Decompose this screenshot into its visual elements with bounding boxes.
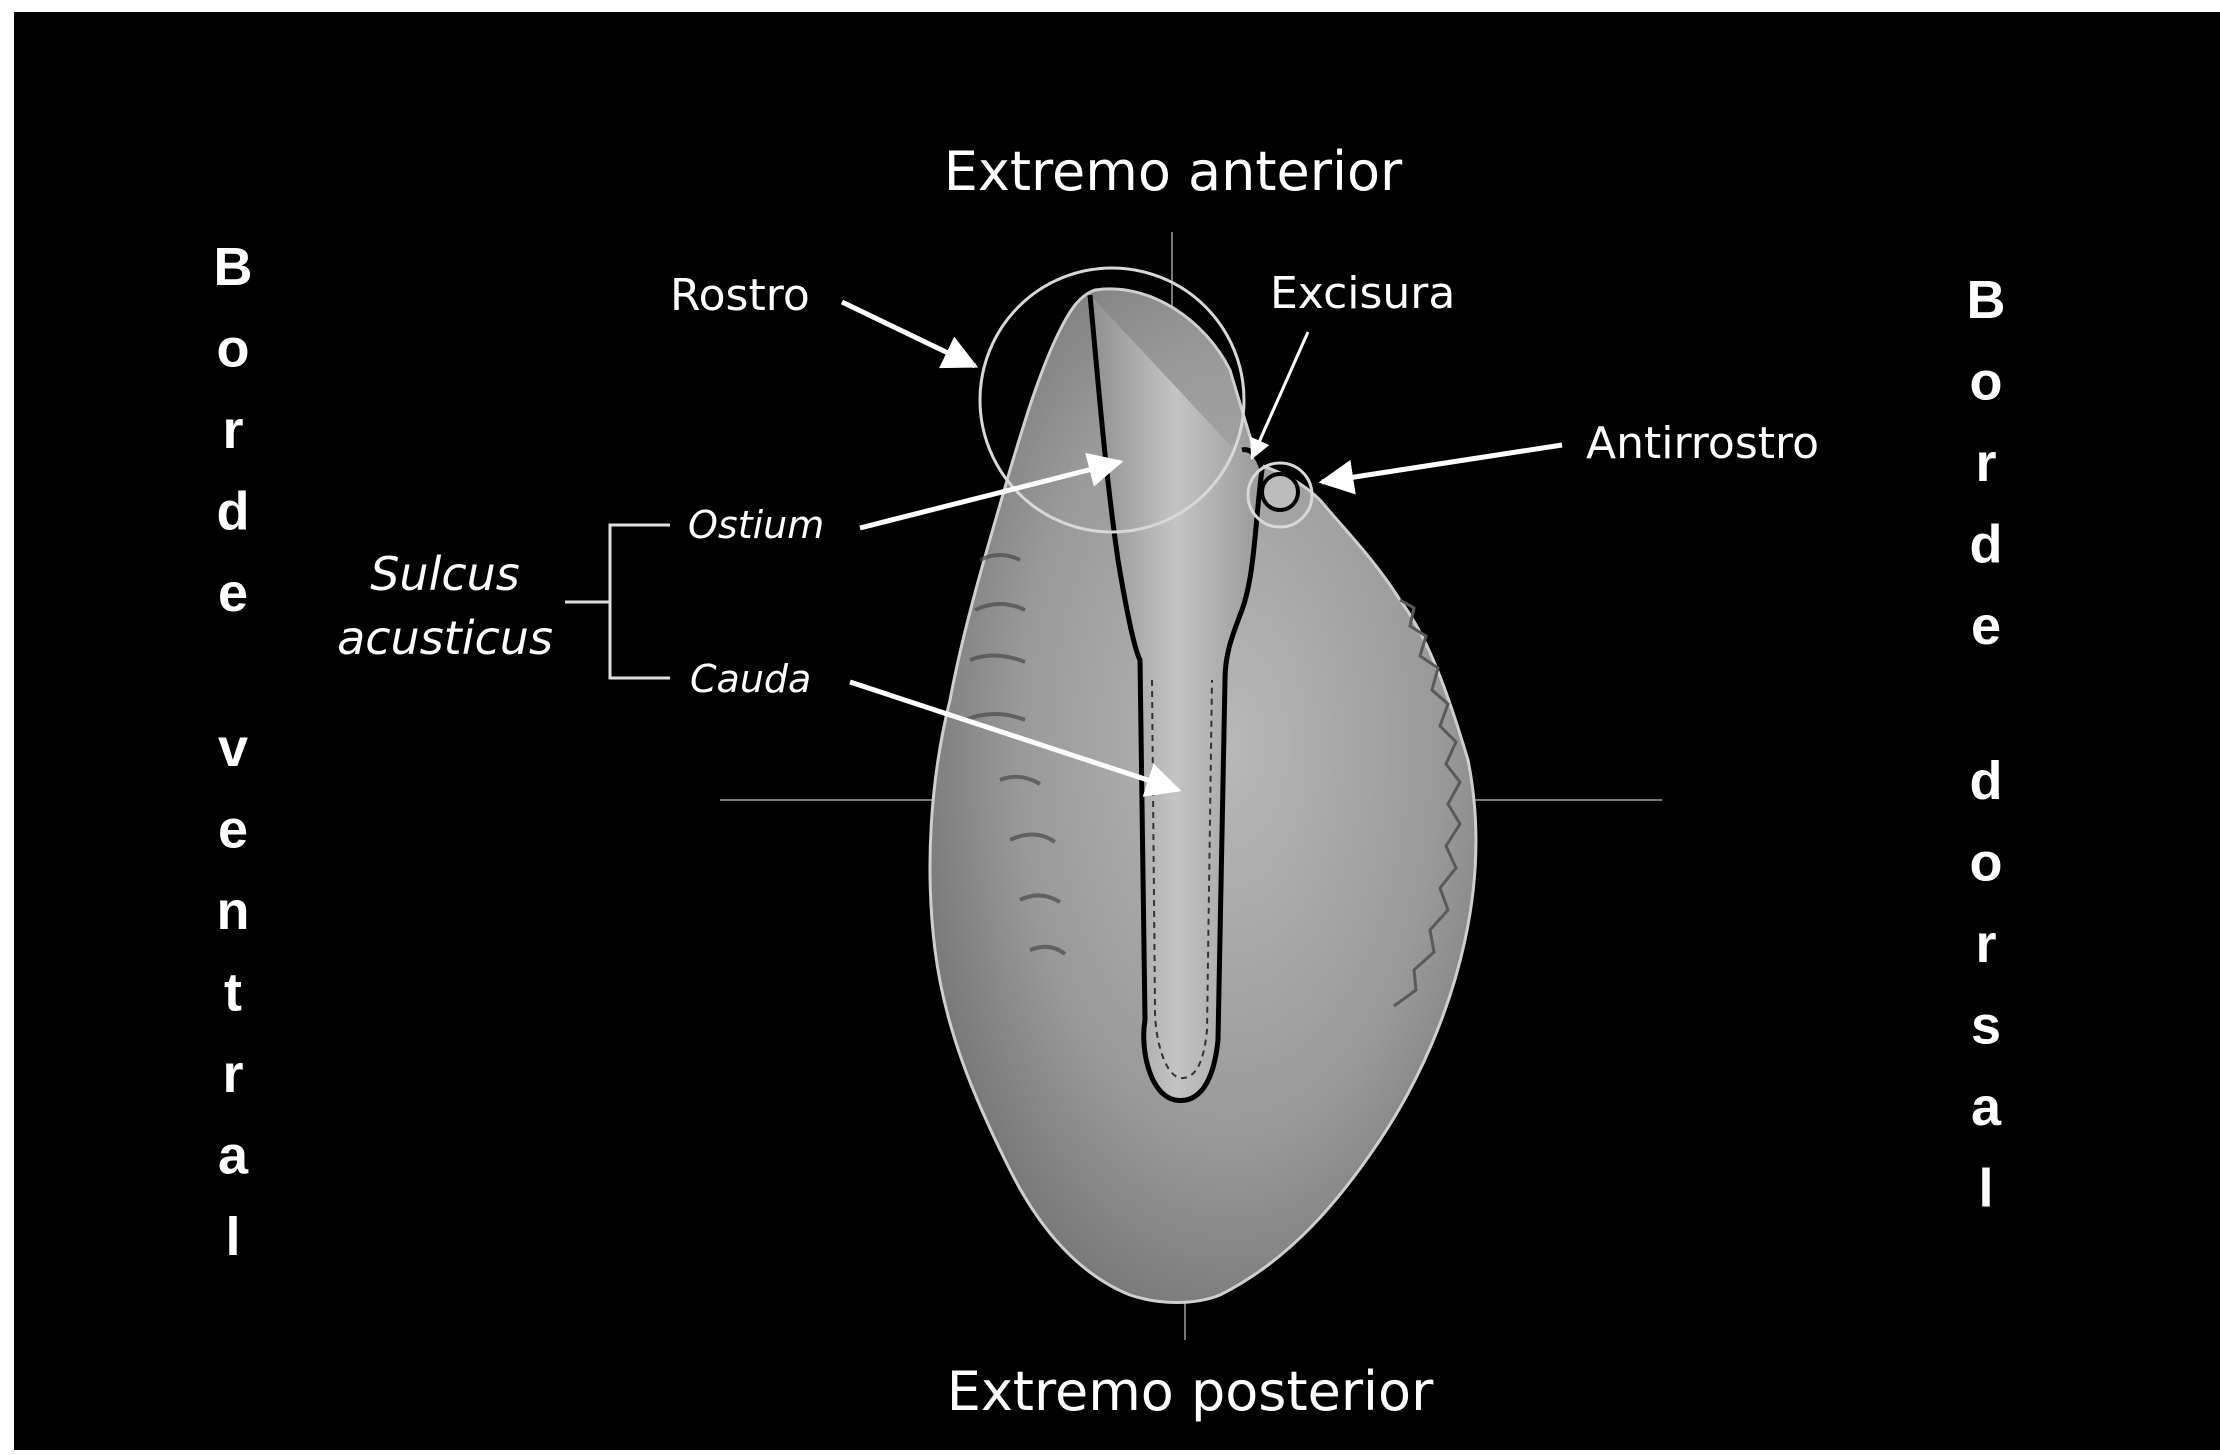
dorsal-border-letter: o	[1970, 832, 2003, 892]
dorsal-border-letter: s	[1971, 995, 2001, 1055]
posterior-label: Extremo posterior	[947, 1360, 1434, 1423]
dorsal-border-letter: d	[1970, 751, 2003, 811]
cauda-label: Cauda	[690, 657, 811, 701]
excisura-label: Excisura	[1270, 268, 1455, 319]
antirrostro-label: Antirrostro	[1586, 418, 1819, 469]
dorsal-border-letter: e	[1971, 596, 2001, 656]
ventral-border-letter: o	[217, 319, 250, 379]
ventral-border-letter: e	[218, 563, 248, 623]
ventral-border-letter: a	[218, 1125, 249, 1185]
sulcus-label-line1: Sulcus	[370, 547, 520, 601]
ventral-border-letter: d	[217, 482, 250, 542]
dorsal-border-letter: r	[1975, 914, 1996, 974]
ventral-border-letter: e	[218, 799, 248, 859]
dorsal-border-letter: r	[1975, 433, 1996, 493]
dorsal-border-letter: o	[1970, 352, 2003, 412]
ventral-border-letter: B	[214, 237, 253, 297]
ventral-border-letter: r	[222, 400, 243, 460]
dorsal-border-letter: l	[1978, 1158, 1993, 1218]
ventral-border-letter: r	[222, 1044, 243, 1104]
ventral-border-letter: l	[225, 1207, 240, 1267]
sulcus-label-line2: acusticus	[337, 611, 553, 665]
ventral-border-letter: v	[218, 718, 248, 778]
antirrostro-tip	[1262, 474, 1298, 510]
dorsal-border-letter: d	[1970, 515, 2003, 575]
dorsal-border-letter: B	[1967, 270, 2006, 330]
dorsal-border-letter: a	[1971, 1077, 2002, 1137]
rostro-label: Rostro	[670, 270, 810, 321]
ventral-border-letter: t	[224, 962, 242, 1022]
ventral-border-letter: n	[217, 881, 250, 941]
ostium-label: Ostium	[688, 503, 824, 547]
anterior-label: Extremo anterior	[944, 140, 1403, 203]
